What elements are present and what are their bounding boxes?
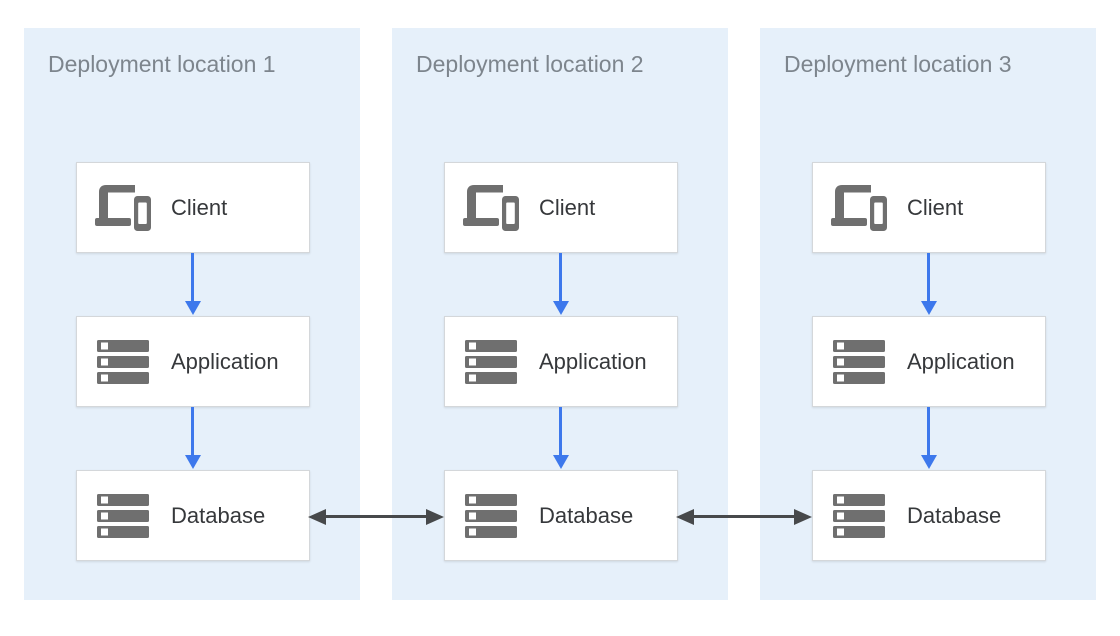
server-stack-icon bbox=[831, 493, 887, 538]
client-node: Client bbox=[444, 162, 678, 253]
node-label: Database bbox=[171, 502, 266, 528]
application-node: Application bbox=[76, 316, 310, 407]
node-label: Database bbox=[907, 502, 1002, 528]
node-label: Application bbox=[171, 348, 279, 374]
application-node: Application bbox=[812, 316, 1046, 407]
node-label: Client bbox=[171, 194, 228, 220]
node-label: Database bbox=[539, 502, 634, 528]
zone-title: Deployment location 1 bbox=[48, 51, 276, 77]
database-node: Database bbox=[76, 470, 310, 561]
database-sync-arrow-2-3 bbox=[676, 508, 812, 525]
node-label: Application bbox=[539, 348, 647, 374]
server-stack-icon bbox=[463, 493, 519, 538]
server-stack-icon bbox=[95, 493, 151, 538]
deployment-zone-2: Deployment location 2 Client bbox=[392, 28, 728, 600]
database-sync-arrow-1-2 bbox=[308, 508, 444, 525]
devices-icon bbox=[95, 184, 151, 231]
client-to-application-arrow bbox=[920, 253, 937, 315]
client-to-application-arrow bbox=[552, 253, 569, 315]
application-to-database-arrow bbox=[920, 407, 937, 469]
client-node: Client bbox=[76, 162, 310, 253]
server-stack-icon bbox=[95, 339, 151, 384]
application-node: Application bbox=[444, 316, 678, 407]
devices-icon bbox=[831, 184, 887, 231]
node-label: Application bbox=[907, 348, 1015, 374]
database-node: Database bbox=[812, 470, 1046, 561]
server-stack-icon bbox=[831, 339, 887, 384]
database-node: Database bbox=[444, 470, 678, 561]
server-stack-icon bbox=[463, 339, 519, 384]
application-to-database-arrow bbox=[184, 407, 201, 469]
deployment-zone-3: Deployment location 3 Client bbox=[760, 28, 1096, 600]
zone-title: Deployment location 3 bbox=[784, 51, 1012, 77]
node-label: Client bbox=[907, 194, 964, 220]
devices-icon bbox=[463, 184, 519, 231]
node-label: Client bbox=[539, 194, 596, 220]
deployment-zone-1: Deployment location 1 Client bbox=[24, 28, 360, 600]
client-node: Client bbox=[812, 162, 1046, 253]
client-to-application-arrow bbox=[184, 253, 201, 315]
zone-title: Deployment location 2 bbox=[416, 51, 644, 77]
application-to-database-arrow bbox=[552, 407, 569, 469]
